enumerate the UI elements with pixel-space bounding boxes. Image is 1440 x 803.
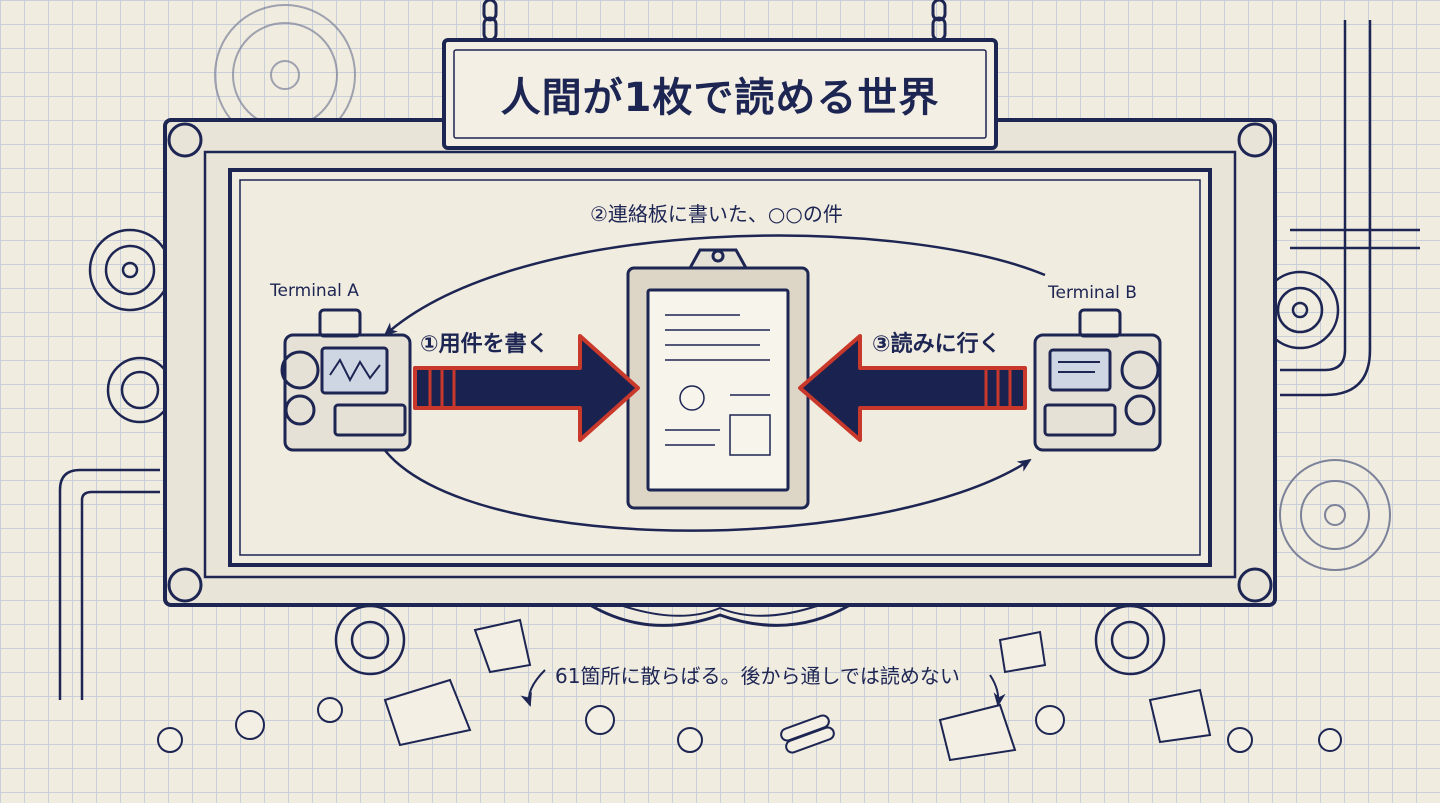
step-write-label: ①用件を書く [420,332,549,357]
read-arrow [798,334,1027,442]
terminal-machine-icon [280,308,412,452]
chain-icon [482,0,947,42]
page-title: 人間が1枚で読める世界 [500,75,940,121]
pipe-icon [58,20,1420,700]
cable-curve-arrow [368,419,1032,532]
step-refer-label: ②連絡板に書いた、○○の件 [590,202,843,226]
gear-icon [88,228,172,312]
gear-icon [106,356,174,424]
step-read-label: ③読みに行く [872,332,1001,357]
refer-curve-arrow [383,234,1046,337]
title-sign [442,38,998,150]
gear-icon [1279,459,1391,571]
scroll-bundle-icon [780,714,835,754]
write-arrow [413,334,640,442]
crumpled-paper-icon [157,618,1342,762]
footer-pointer-right [989,674,1006,707]
footer-pointer-left [520,669,546,707]
footer-note: 61箇所に散らばる。後から通しでは読めない [555,664,960,688]
terminal-a-label: Terminal A [270,281,359,301]
terminal-machine-icon [1033,308,1162,452]
terminal-b-label: Terminal B [1048,283,1137,303]
clipboard-icon [626,248,810,510]
